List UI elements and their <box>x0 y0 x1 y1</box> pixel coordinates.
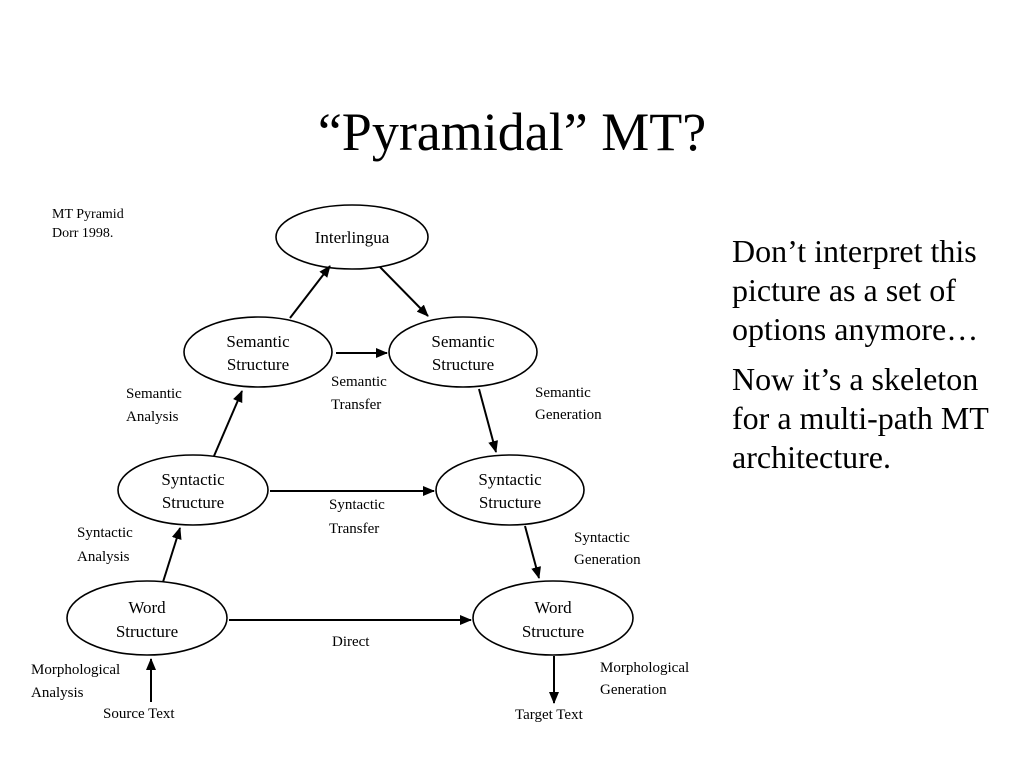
slide-title: “Pyramidal” MT? <box>317 102 707 162</box>
label-semantic-generation: Semantic Generation <box>535 385 602 423</box>
node-label: Structure <box>522 622 584 641</box>
node-label: Semantic <box>431 332 495 351</box>
label-semantic-analysis: Semantic Analysis <box>126 386 182 425</box>
label-semantic-transfer: Semantic Transfer <box>331 374 387 413</box>
edge-label: Semantic <box>535 385 591 401</box>
label-syntactic-analysis: Syntactic Analysis <box>77 525 133 565</box>
edge-label: Morphological <box>31 662 120 678</box>
node-label: Syntactic <box>161 470 225 489</box>
edge-syntactic-generation <box>524 525 541 579</box>
edge-label: Generation <box>600 682 667 698</box>
edge-semantic-analysis <box>213 390 243 457</box>
node-label: Structure <box>227 355 289 374</box>
caption-line: MT Pyramid <box>52 207 124 222</box>
edge-label: Semantic <box>331 374 387 390</box>
node-syntactic-structure-target: Syntactic Structure <box>435 454 585 526</box>
edge-label: Syntactic <box>77 525 133 541</box>
label-morphological-analysis: Morphological Analysis <box>31 662 120 701</box>
node-word-structure-target: Word Structure <box>472 580 634 656</box>
bullet-paragraph: Don’t interpret this picture as a set of… <box>732 233 979 347</box>
edge-label: Syntactic <box>329 497 385 513</box>
node-label: Structure <box>162 493 224 512</box>
node-syntactic-structure-source: Syntactic Structure <box>117 454 269 526</box>
edge-label: Transfer <box>331 397 381 413</box>
label-morphological-generation: Morphological Generation <box>600 660 689 698</box>
node-label: Syntactic <box>478 470 542 489</box>
edge-label: Generation <box>574 552 641 568</box>
edge-label: Syntactic <box>574 530 630 546</box>
node-label: Semantic <box>226 332 290 351</box>
bullet-list: Don’t interpret this picture as a set of… <box>732 232 1002 488</box>
edge-interlingua-to-semantic <box>379 266 429 317</box>
edge-label: Analysis <box>77 549 130 565</box>
edge-label: Direct <box>332 634 370 650</box>
caption-line: Dorr 1998. <box>52 226 114 241</box>
label-syntactic-transfer: Syntactic Transfer <box>329 497 385 537</box>
node-word-structure-source: Word Structure <box>66 580 228 656</box>
source-text-label: Source Text <box>103 706 175 722</box>
edge-semantic-to-interlingua <box>289 265 331 319</box>
label-syntactic-generation: Syntactic Generation <box>574 530 641 568</box>
edge-label: Semantic <box>126 386 182 402</box>
bullet-paragraph: Now it’s a skeleton for a multi-path MT … <box>732 361 989 475</box>
node-label: Structure <box>116 622 178 641</box>
edge-label: Analysis <box>126 409 179 425</box>
label-direct: Direct <box>332 634 370 650</box>
edge-label: Morphological <box>600 660 689 676</box>
edge-label: Transfer <box>329 521 379 537</box>
node-semantic-structure-target: Semantic Structure <box>388 316 538 388</box>
target-text-label: Target Text <box>515 707 584 723</box>
node-label: Word <box>128 598 166 617</box>
node-interlingua: Interlingua <box>275 204 429 270</box>
edge-syntactic-analysis <box>162 527 182 583</box>
node-semantic-structure-source: Semantic Structure <box>183 316 333 388</box>
edge-label: Analysis <box>31 685 84 701</box>
diagram-caption: MT Pyramid Dorr 1998. <box>52 205 124 243</box>
edge-label: Generation <box>535 407 602 423</box>
node-label: Word <box>534 598 572 617</box>
node-label: Structure <box>479 493 541 512</box>
node-label: Interlingua <box>315 228 390 247</box>
node-label: Structure <box>432 355 494 374</box>
edge-semantic-generation <box>478 388 498 453</box>
